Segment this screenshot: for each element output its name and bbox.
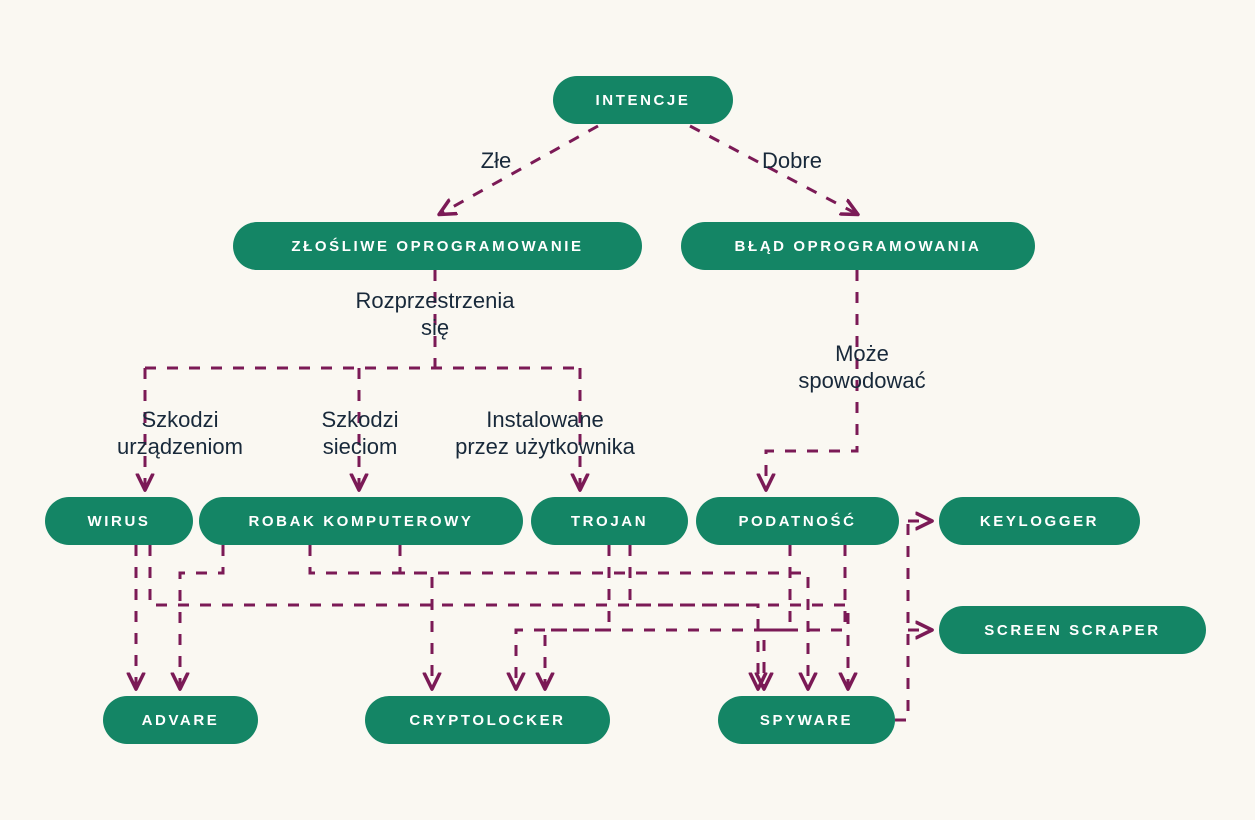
edge-wirus-spyware [148, 545, 758, 688]
edge-label-zle: Złe [480, 148, 512, 173]
node-podatnosc[interactable]: PODATNOŚĆ [696, 497, 899, 545]
edge-intencje-blad [689, 124, 857, 214]
edge-robak-advare [180, 545, 225, 688]
node-intencje[interactable]: INTENCJE [553, 76, 733, 124]
node-screen-scraper[interactable]: SCREEN SCRAPER [939, 606, 1206, 654]
edge-label-moze-spowodowac: Może spowodować [798, 341, 926, 393]
edge-robak-spyware [398, 545, 808, 688]
edge-blad-podatnosc [766, 270, 859, 489]
node-blad-oprogramowania[interactable]: BŁĄD OPROGRAMOWANIA [681, 222, 1035, 270]
edge-spyware-riser [895, 521, 910, 722]
edge-label-rozprzestrzenia-sie: Rozprzestrzenia się [355, 288, 515, 340]
edge-label-szkodzi-urzadzeniom: Szkodzi urządzeniom [117, 407, 243, 459]
node-keylogger[interactable]: KEYLOGGER [939, 497, 1140, 545]
edge-label-dobre: Dobre [762, 148, 822, 173]
edge-label-instalowane-przez-uzytkownika: Instalowane przez użytkownika [455, 407, 635, 459]
edge-trojan-cryptolocker [545, 545, 611, 688]
edge-intencje-zlosliwe [440, 124, 599, 214]
edge-trojan-spyware [628, 545, 848, 688]
edge-podatnosc-cryptolocker [516, 545, 792, 688]
node-wirus[interactable]: WIRUS [45, 497, 193, 545]
node-robak-komputerowy[interactable]: ROBAK KOMPUTEROWY [199, 497, 523, 545]
node-zlosliwe-oprogramowanie[interactable]: ZŁOŚLIWE OPROGRAMOWANIE [233, 222, 642, 270]
edge-podatnosc-spyware [764, 545, 847, 688]
node-advare[interactable]: ADVARE [103, 696, 258, 744]
edge-robak-cryptolocker [308, 545, 432, 688]
node-cryptolocker[interactable]: CRYPTOLOCKER [365, 696, 610, 744]
node-trojan[interactable]: TROJAN [531, 497, 688, 545]
edge-label-szkodzi-sieciom: Szkodzi sieciom [321, 407, 399, 459]
node-spyware[interactable]: SPYWARE [718, 696, 895, 744]
